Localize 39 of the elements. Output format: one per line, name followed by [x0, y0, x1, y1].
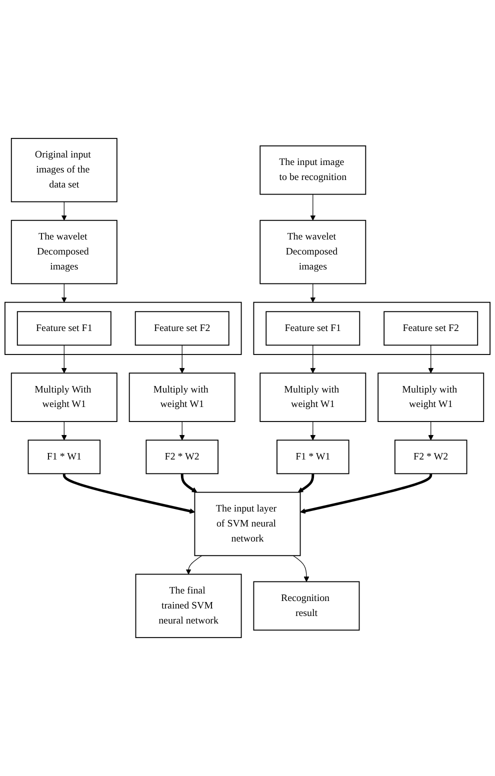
- arrow: [428, 421, 434, 440]
- node-box: F2 * W2: [146, 440, 218, 474]
- node-box: F2 * W2: [394, 440, 468, 474]
- node-box: The input image to be recognition: [260, 145, 366, 195]
- node-box: The final trained SVM neural network: [135, 574, 242, 638]
- node-box: Recognition result: [253, 581, 360, 631]
- arrow: [292, 555, 310, 582]
- node-box: Multiply with weight W1: [128, 372, 236, 422]
- arrow: [310, 421, 316, 440]
- arrow: [186, 555, 202, 574]
- node-box: The wavelet Decomposed images: [260, 220, 366, 284]
- arrow: [179, 344, 185, 374]
- cluster: [253, 302, 490, 355]
- arrow: [61, 283, 67, 303]
- node-box: Multiply with weight W1: [378, 372, 484, 422]
- node-box: F1 * W1: [28, 440, 101, 474]
- node-box: Original input images of the data set: [10, 138, 118, 202]
- arrow: [62, 474, 195, 514]
- arrow: [310, 344, 316, 374]
- node-box: Feature set F2: [134, 311, 230, 346]
- arrow: [310, 283, 316, 303]
- node-box: Feature set F1: [16, 311, 112, 346]
- node-box: The wavelet Decomposed images: [10, 220, 118, 284]
- node-box: Feature set F2: [384, 311, 478, 346]
- arrow: [61, 201, 67, 221]
- node-box: F1 * W1: [276, 440, 350, 474]
- arrow: [298, 474, 314, 493]
- node-box: Multiply With weight W1: [10, 372, 118, 422]
- arrow: [310, 194, 316, 221]
- arrow: [180, 474, 198, 493]
- node-box: Feature set F1: [266, 311, 360, 346]
- arrow: [61, 421, 67, 440]
- node-box: The input layer of SVM neural network: [194, 492, 301, 556]
- arrow: [179, 421, 185, 440]
- cluster: [4, 302, 242, 355]
- arrow: [428, 344, 434, 374]
- arrow: [61, 344, 67, 374]
- node-box: Multiply with weight W1: [260, 372, 366, 422]
- arrow: [300, 474, 432, 514]
